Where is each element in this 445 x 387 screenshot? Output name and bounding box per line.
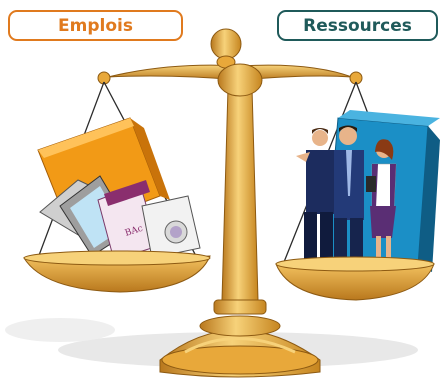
washing-machine-icon [141,195,201,259]
left-pan [23,250,211,293]
emplois-label: Emplois [8,10,183,41]
left-pan-contents: BAc [37,117,201,261]
scale-beam [97,28,363,97]
business-people-icon [296,125,397,264]
right-pan [275,256,435,301]
scale-base [159,329,321,378]
right-pan-contents [296,110,440,272]
ressources-label: Ressources [277,10,438,41]
scale-pillar [199,87,281,337]
